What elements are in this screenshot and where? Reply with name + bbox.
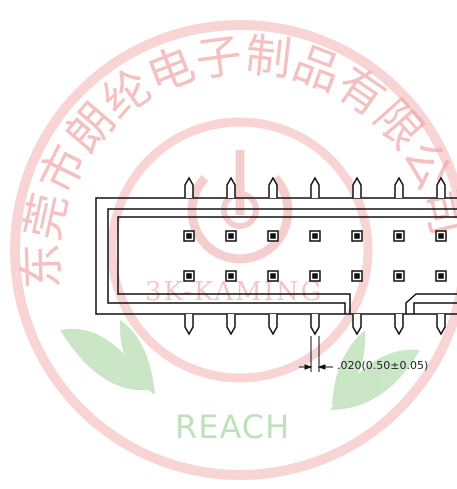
- seal-brand-text: 3K-KAMING: [145, 277, 323, 307]
- housing-key-notch-2: [413, 302, 457, 314]
- housing-inner-wall-2: [117, 216, 457, 314]
- arrow-left: [304, 364, 313, 370]
- bottom-pin: [436, 314, 446, 336]
- top-pins: [184, 176, 446, 198]
- top-pin: [394, 176, 404, 198]
- dimension-label: .020(0.50±0.05): [337, 359, 429, 372]
- bottom-pin: [226, 314, 236, 336]
- leaf-right-icon: [330, 330, 420, 410]
- seal-cert-text: REACH: [175, 408, 290, 446]
- contact-row-upper: [183, 230, 447, 242]
- bottom-pin: [394, 314, 404, 336]
- housing-inner-wall: [107, 208, 457, 314]
- contact-row-lower: [183, 270, 447, 282]
- bottom-pin: [352, 314, 362, 336]
- seal-inner-ring: [107, 117, 373, 383]
- bottom-pin: [310, 314, 320, 336]
- arrow-right: [317, 364, 326, 370]
- top-pin: [268, 176, 278, 198]
- top-pin: [226, 176, 236, 198]
- bottom-pins: [184, 314, 446, 336]
- seal-outer-ring: [10, 20, 457, 480]
- bottom-pin: [268, 314, 278, 336]
- top-pin: [436, 176, 446, 198]
- pin-width-dimension: [299, 336, 333, 372]
- top-pin: [352, 176, 362, 198]
- bottom-pin: [184, 314, 194, 336]
- top-pin: [310, 176, 320, 198]
- top-pin: [184, 176, 194, 198]
- housing-key-notch: [405, 293, 457, 314]
- power-symbol-icon: [187, 150, 293, 264]
- leaf-left-icon: [60, 320, 155, 395]
- watermark-seal: 东莞市朗纶电子制品有限公司 3K-KAMING REACH: [10, 20, 457, 480]
